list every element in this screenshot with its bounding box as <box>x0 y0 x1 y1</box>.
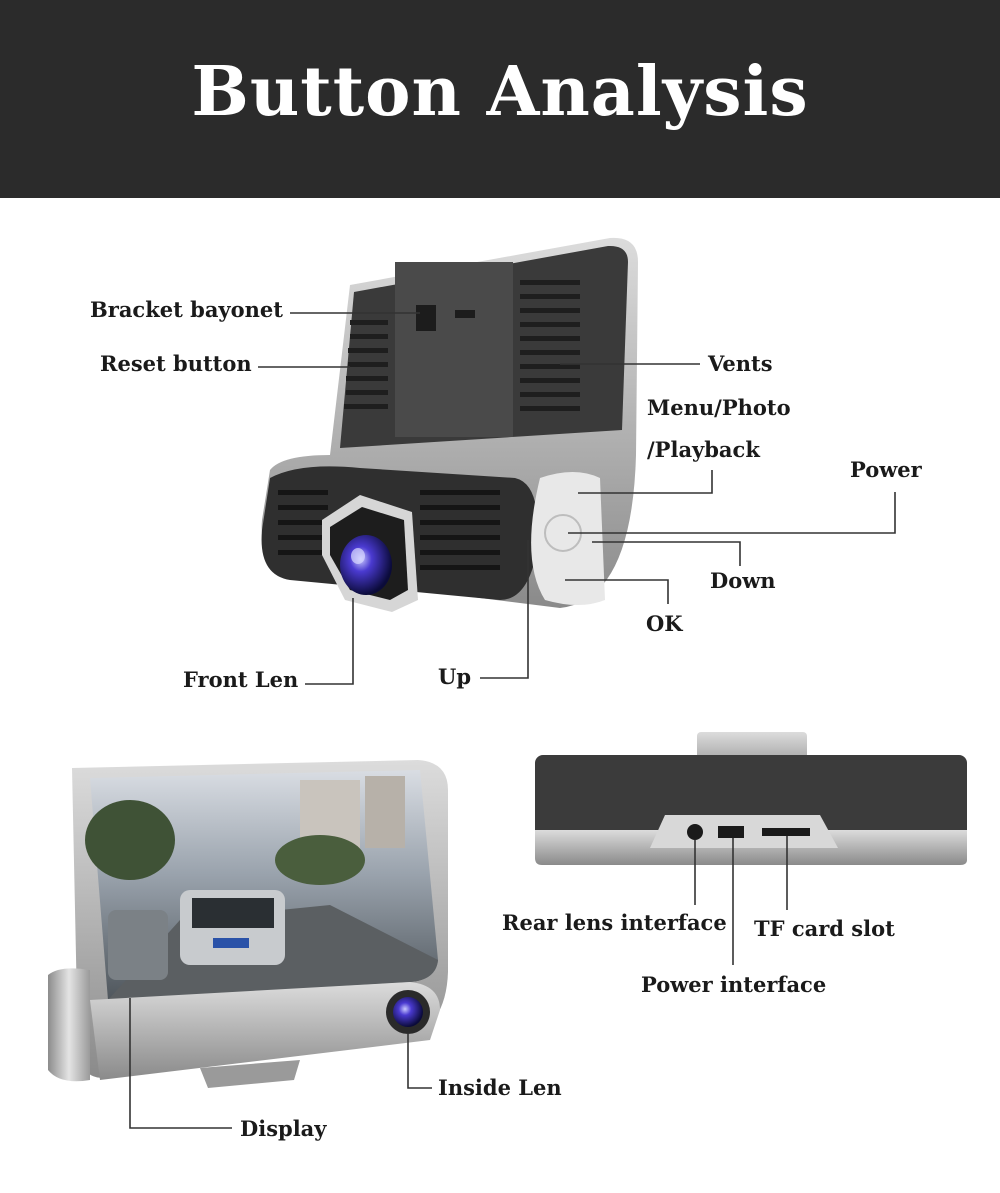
label-menu-photo: Menu/Photo <box>647 395 791 420</box>
label-playback: /Playback <box>647 437 760 462</box>
top-callout-lines <box>258 312 896 685</box>
label-rear-lens-interface: Rear lens interface <box>502 910 727 935</box>
dashcam-top-view <box>261 237 638 612</box>
label-power-interface: Power interface <box>641 972 827 997</box>
label-bracket-bayonet: Bracket bayonet <box>90 297 283 322</box>
label-power: Power <box>850 457 922 482</box>
label-front-len: Front Len <box>183 667 299 692</box>
label-reset-button: Reset button <box>100 351 252 376</box>
label-up: Up <box>438 664 471 689</box>
label-inside-len: Inside Len <box>438 1075 562 1100</box>
bottom-callout-lines <box>129 836 788 1129</box>
label-down: Down <box>710 568 776 593</box>
label-vents: Vents <box>708 351 773 376</box>
product-illustration <box>48 237 967 1129</box>
label-tf-card-slot: TF card slot <box>754 916 895 941</box>
dashcam-front-view <box>48 760 448 1088</box>
header-banner: Button Analysis <box>0 0 1000 198</box>
label-ok: OK <box>646 611 683 636</box>
label-display: Display <box>240 1116 327 1141</box>
dashcam-bottom-view <box>535 732 967 865</box>
page-title: Button Analysis <box>191 52 809 132</box>
